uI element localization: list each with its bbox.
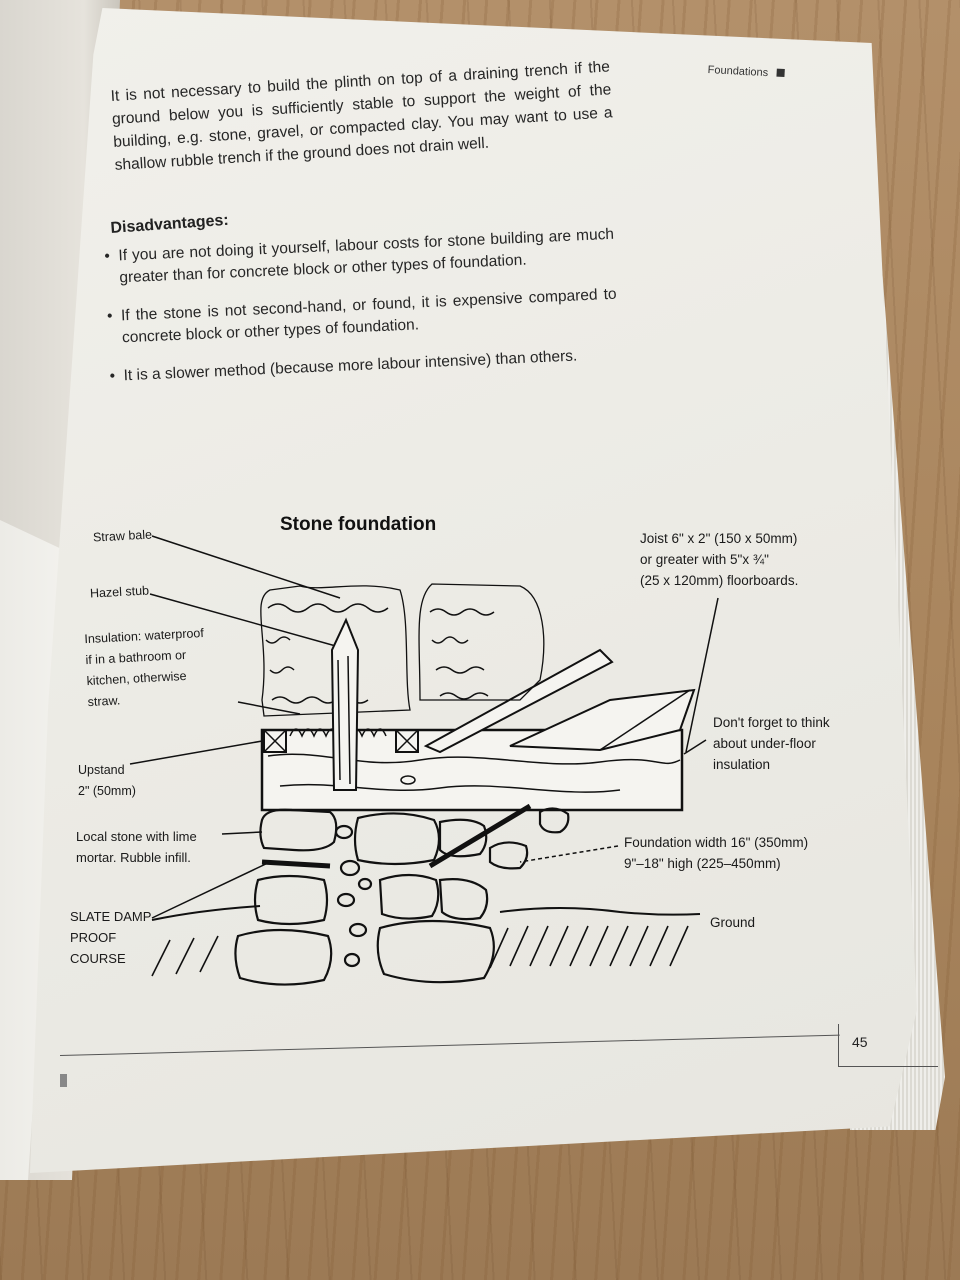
straw-texture — [265, 603, 389, 704]
underfloor-leader-line — [683, 739, 707, 755]
joist-top — [423, 648, 614, 754]
label-straw-bale: Straw bale — [92, 527, 153, 545]
slate-damp-proof-course — [261, 859, 331, 869]
slate-leader-line — [151, 861, 271, 919]
floorboard-edge — [599, 689, 691, 751]
stone — [353, 812, 441, 866]
label-foundation-width: Foundation width 16" (350mm) 9"–18" high… — [624, 835, 809, 871]
label-hazel-stub: Hazel stub — [89, 583, 150, 601]
figure-title: Stone foundation — [280, 514, 437, 535]
stone — [438, 878, 489, 921]
hazel-grain — [337, 655, 351, 785]
wood-knot — [400, 775, 416, 785]
rubble-infill — [339, 859, 361, 877]
insulation-leader-line — [237, 701, 301, 715]
rubble-infill — [348, 922, 368, 938]
label-upstand: Upstand 2" (50mm) — [78, 763, 136, 798]
footer-square-icon — [60, 1074, 67, 1087]
straw-bale-leader-line — [151, 535, 341, 599]
upstand-block-left — [263, 729, 287, 753]
stone — [378, 873, 440, 920]
stone — [259, 808, 338, 852]
hazel-stub — [330, 617, 360, 791]
rubble-infill — [336, 892, 356, 908]
stone — [538, 807, 570, 834]
local-stone-leader-line — [221, 831, 263, 835]
label-insulation: Insulation: waterproof if in a bathroom … — [84, 625, 205, 710]
rubble-infill — [343, 952, 361, 968]
stone — [488, 841, 529, 870]
page-number-box-left — [838, 1024, 839, 1066]
foundation-width-leader-line — [519, 845, 619, 863]
label-slate-dpc: SLATE DAMP PROOF COURSE — [70, 909, 152, 966]
wood-grain-line — [279, 783, 621, 793]
upstand-cross-left — [263, 729, 287, 753]
ground-line — [151, 905, 701, 921]
slate-damp-proof-course-angled — [428, 803, 532, 869]
straw-bale-right — [418, 583, 545, 701]
stone — [234, 928, 333, 986]
floorboard — [509, 688, 696, 752]
rubble-infill — [334, 824, 354, 840]
straw-bale-left — [260, 585, 411, 717]
page-number-box-bottom — [838, 1066, 938, 1067]
label-ground: Ground — [710, 915, 756, 930]
rubble-infill — [357, 877, 373, 891]
page-number: 45 — [852, 1034, 868, 1050]
label-joist: Joist 6" x 2" (150 x 50mm) or greater wi… — [640, 531, 799, 588]
joist-leader-line — [685, 597, 719, 753]
hazel-stub-leader-line — [149, 593, 351, 651]
stone-wall — [234, 807, 570, 986]
upstand-block-right — [395, 729, 419, 753]
stone — [253, 874, 329, 926]
stone — [376, 919, 495, 984]
label-underfloor: Don't forget to think about under-floor … — [713, 715, 830, 772]
label-local-stone: Local stone with lime mortar. Rubble inf… — [76, 829, 197, 865]
ground-hatching — [151, 925, 689, 977]
upstand-leader-line — [129, 739, 269, 765]
upstand-cross-right — [395, 729, 419, 753]
straw-texture — [429, 608, 495, 700]
